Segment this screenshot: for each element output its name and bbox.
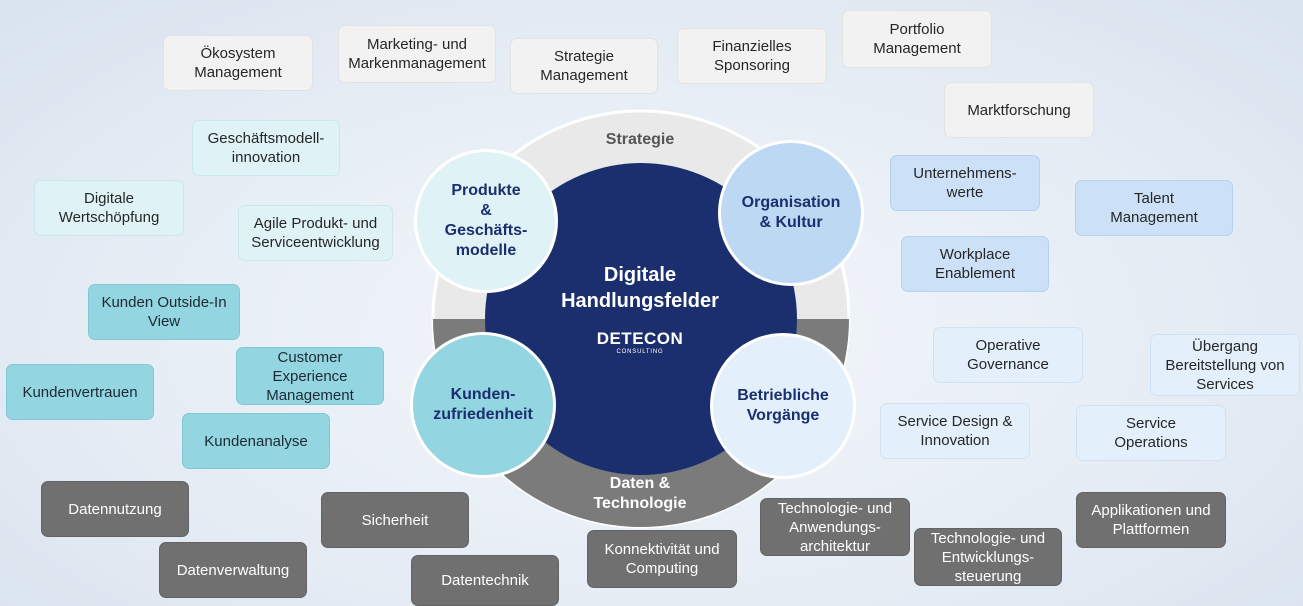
box-customer-outside-in-view: Kunden Outside-In View xyxy=(88,284,240,340)
box-digital-value-creation: Digitale Wertschöpfung xyxy=(34,180,184,236)
box-market-research: Marktforschung xyxy=(944,82,1094,138)
box-customer-analytics: Kundenanalyse xyxy=(182,413,330,469)
field-products-business-models: Produkte & Geschäfts- modelle xyxy=(414,149,558,293)
core-title: Digitale Handlungsfelder xyxy=(561,264,719,312)
box-corporate-values: Unternehmens- werte xyxy=(890,155,1040,211)
box-strategy-management: Strategie Management xyxy=(510,38,658,94)
box-technology-development-control: Technologie- und Entwicklungs- steuerung xyxy=(914,528,1062,586)
box-ecosystem-management: Ökosystem Management xyxy=(163,35,313,91)
data-technology-ring-segment xyxy=(433,319,849,527)
box-agile-product-service-development: Agile Produkt- und Serviceentwicklung xyxy=(238,205,393,261)
box-technology-application-architecture: Technologie- und Anwendungs- architektur xyxy=(760,498,910,556)
box-workplace-enablement: Workplace Enablement xyxy=(901,236,1049,292)
field-customer-satisfaction: Kunden- zufriedenheit xyxy=(410,332,556,478)
box-service-operations: Service Operations xyxy=(1076,405,1226,461)
box-connectivity-computing: Konnektivität und Computing xyxy=(587,530,737,588)
box-service-transition: Übergang Bereitstellung von Services xyxy=(1150,334,1300,396)
box-customer-trust: Kundenvertrauen xyxy=(6,364,154,420)
logo-brand: DETECON xyxy=(596,329,684,348)
box-service-design-innovation: Service Design & Innovation xyxy=(880,403,1030,459)
box-portfolio-management: Portfolio Management xyxy=(842,10,992,68)
box-talent-management: Talent Management xyxy=(1075,180,1233,236)
box-data-usage: Datennutzung xyxy=(41,481,189,537)
logo-sub: CONSULTING xyxy=(616,349,664,355)
box-data-engineering: Datentechnik xyxy=(411,555,559,606)
box-data-management: Datenverwaltung xyxy=(159,542,307,598)
box-customer-experience-management: Customer Experience Management xyxy=(236,347,384,405)
field-organisation-culture: Organisation & Kultur xyxy=(718,140,864,286)
field-operational-processes: Betriebliche Vorgänge xyxy=(710,333,856,479)
box-operative-governance: Operative Governance xyxy=(933,327,1083,383)
ring-label-data-technology: Daten & Technologie xyxy=(593,475,687,512)
box-financial-sponsoring: Finanzielles Sponsoring xyxy=(677,28,827,84)
box-business-model-innovation: Geschäftsmodell- innovation xyxy=(192,120,340,176)
box-applications-platforms: Applikationen und Plattformen xyxy=(1076,492,1226,548)
ring-label-strategy: Strategie xyxy=(605,131,675,148)
box-security: Sicherheit xyxy=(321,492,469,548)
box-marketing-brand-management: Marketing- und Markenmanagement xyxy=(338,25,496,83)
detecon-logo: DETECON CONSULTING xyxy=(590,330,690,356)
